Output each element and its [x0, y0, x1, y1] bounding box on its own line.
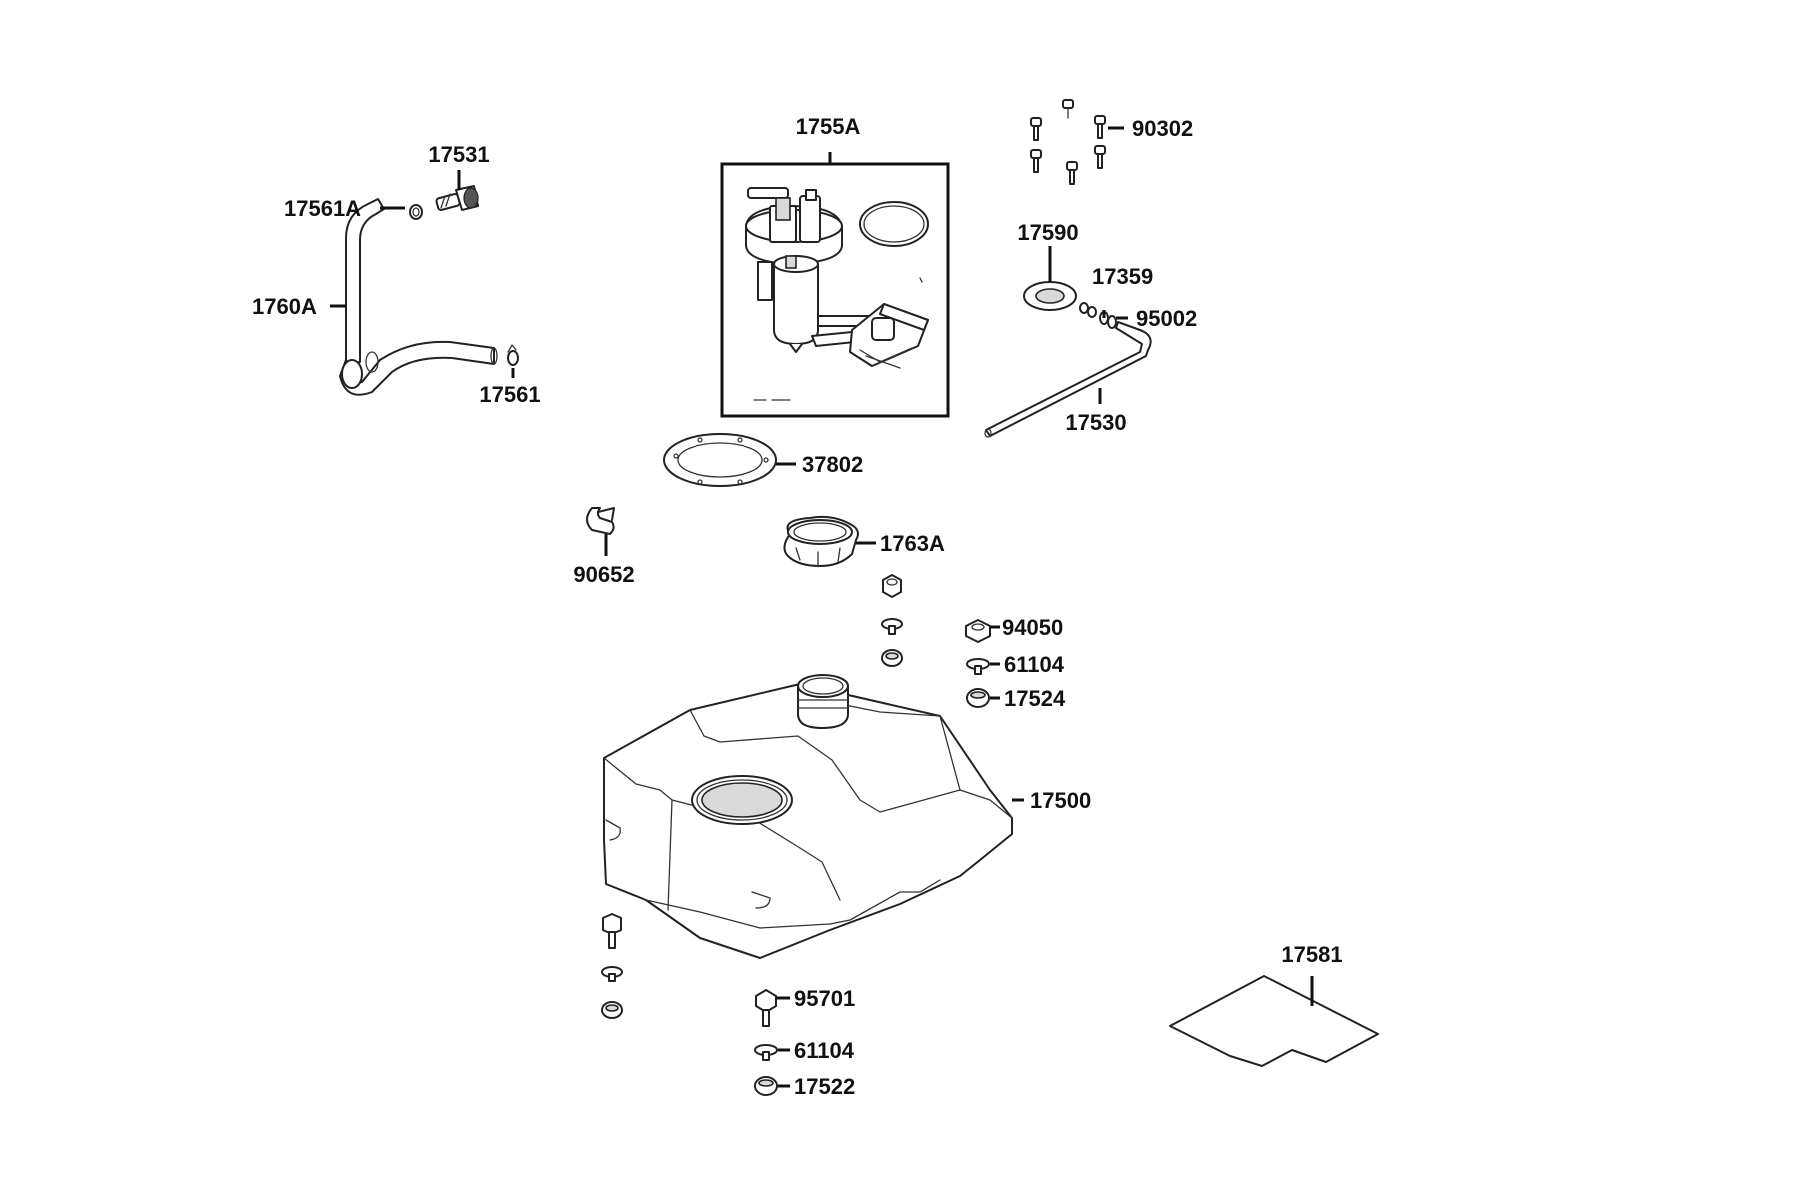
clip-17561A [409, 204, 423, 220]
clamp-90652 [586, 507, 615, 535]
label-95701: 95701 [794, 986, 855, 1011]
leader-lines [330, 126, 1314, 1088]
washer-61104-lower [754, 1044, 778, 1061]
label-17590: 17590 [1017, 220, 1078, 245]
fuel-pump-kit-frame [720, 162, 950, 418]
grommet-17524 [966, 688, 990, 708]
mount-set-lower-left [601, 913, 623, 1019]
callout-labels: 1755A 90302 17531 17561A 1760A 17561 175… [252, 114, 1343, 1099]
label-17359: 17359 [1092, 264, 1153, 289]
heat-shield-sheet-17581 [1169, 975, 1379, 1067]
washers-17359 [1079, 302, 1097, 318]
fuel-cap-1763A [783, 515, 859, 567]
label-90652: 90652 [573, 562, 634, 587]
label-90302: 90302 [1132, 116, 1193, 141]
tube-17530 [984, 321, 1152, 438]
label-17524: 17524 [1004, 686, 1066, 711]
clip-95002 [1099, 311, 1117, 329]
bolt-95701 [755, 989, 777, 1027]
label-17500: 17500 [1030, 788, 1091, 813]
gauge-ring-17590 [1023, 281, 1077, 311]
label-94050: 94050 [1002, 615, 1063, 640]
label-17522: 17522 [794, 1074, 855, 1099]
label-61104-lower: 61104 [794, 1038, 855, 1063]
fuel-pump-1755A [745, 187, 929, 401]
mount-set-upper-left [881, 574, 903, 667]
fitting-17531 [435, 185, 479, 211]
grommet-17522 [754, 1076, 778, 1096]
label-1755A: 1755A [796, 114, 861, 139]
label-17581: 17581 [1281, 942, 1342, 967]
label-17531: 17531 [428, 142, 489, 167]
label-17561A: 17561A [284, 196, 361, 221]
label-1763A: 1763A [880, 531, 945, 556]
label-17530: 17530 [1065, 410, 1126, 435]
label-61104-upper: 61104 [1004, 652, 1065, 677]
screws-90302 [1030, 99, 1106, 185]
label-1760A: 1760A [252, 294, 317, 319]
clip-17561 [507, 344, 519, 366]
label-17561: 17561 [479, 382, 540, 407]
gasket-37802 [663, 433, 777, 487]
fuel-tank-17500 [603, 674, 1013, 959]
breather-hose-1760A [339, 198, 498, 396]
washer-61104-upper [966, 658, 990, 675]
nut-94050 [965, 619, 991, 643]
label-95002: 95002 [1136, 306, 1197, 331]
label-37802: 37802 [802, 452, 863, 477]
